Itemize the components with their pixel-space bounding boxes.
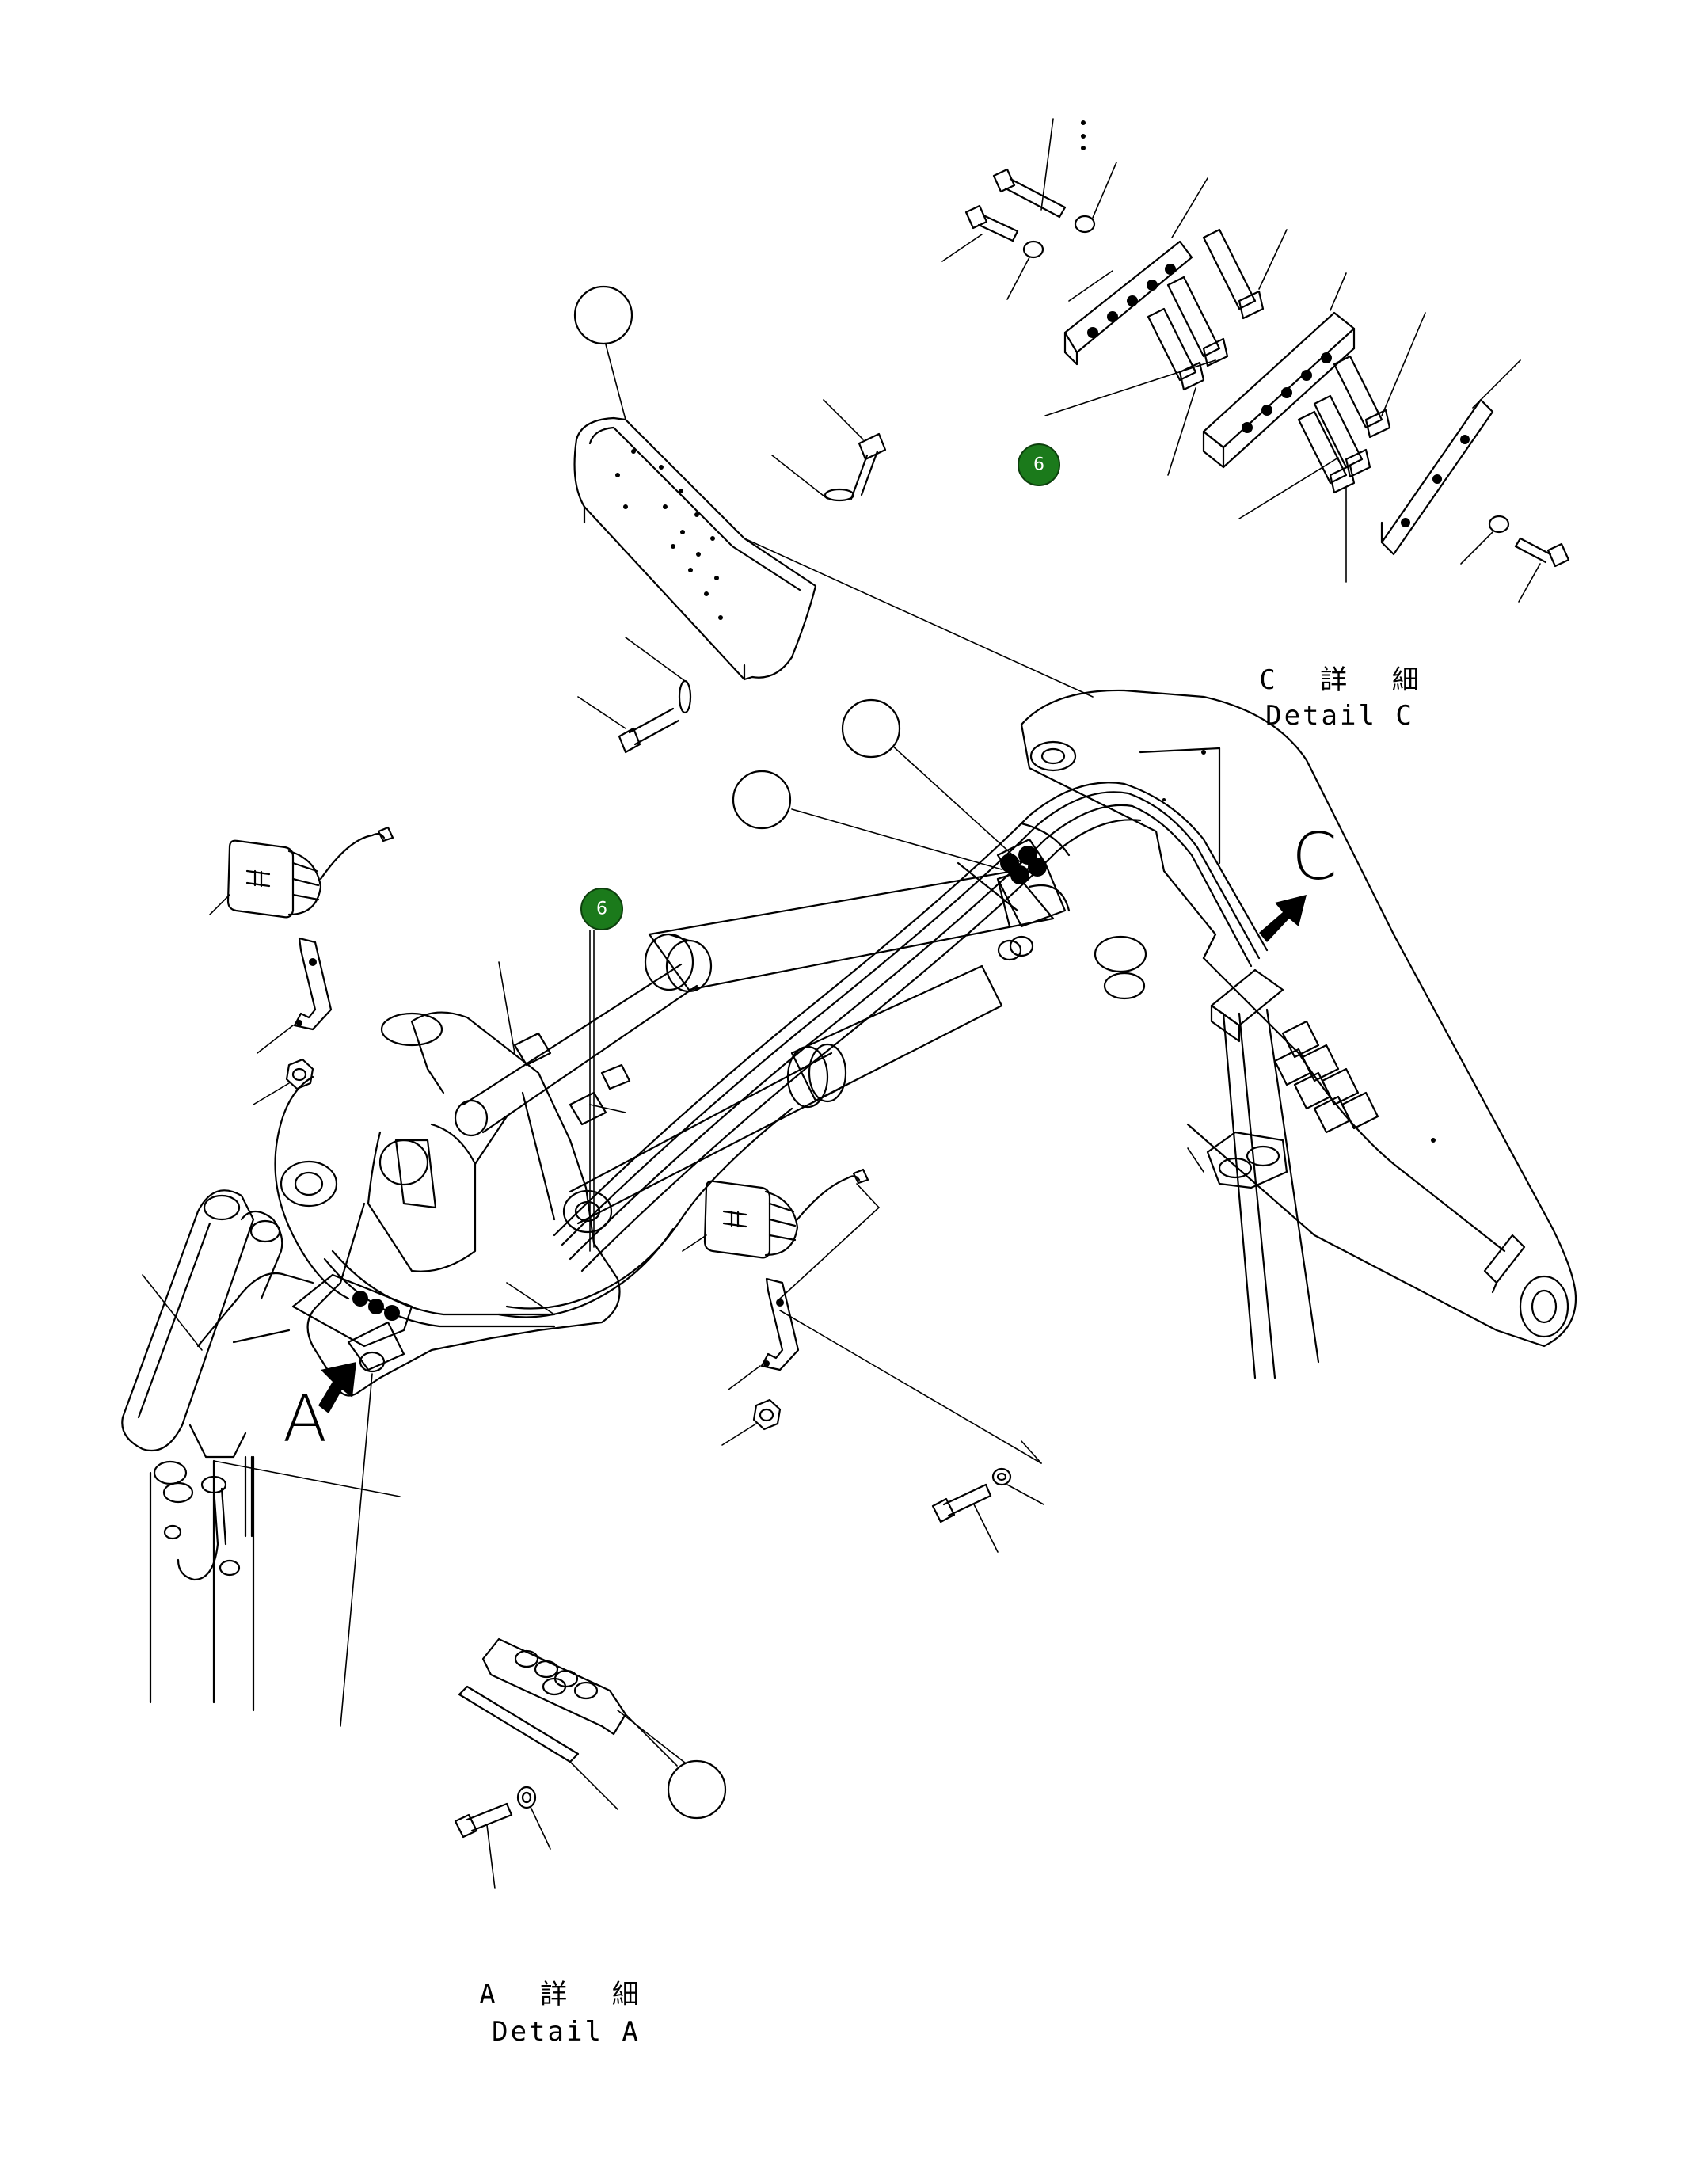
cover-bolt-bottom bbox=[577, 637, 692, 754]
cylinder-head-fittings bbox=[498, 961, 631, 1126]
view-letter-c: C bbox=[1291, 820, 1337, 895]
detail-c-bolt-1 bbox=[992, 168, 1067, 219]
light-bolt-center bbox=[931, 1483, 999, 1553]
detail-a-washer bbox=[516, 1786, 551, 1850]
detail-c-insert-1 bbox=[1166, 276, 1229, 367]
callout-5[interactable]: 6 bbox=[580, 888, 623, 1252]
detail-c-insert-4 bbox=[1333, 355, 1391, 439]
arm-hose-clamp-a bbox=[232, 1273, 413, 1373]
work-light-center bbox=[682, 1168, 869, 1259]
view-letter-a: A bbox=[283, 1382, 327, 1457]
detail-a-insert bbox=[458, 1685, 618, 1810]
detail-c-insert-5 bbox=[1313, 394, 1371, 478]
cover-bolt-top bbox=[771, 399, 887, 502]
detail-a-title-en: Detail A bbox=[492, 2016, 641, 2048]
work-light-left bbox=[209, 826, 394, 919]
callout-5-label: 6 bbox=[596, 900, 607, 919]
light-bracket-left bbox=[257, 937, 333, 1054]
detail-c-clamp-left bbox=[1063, 240, 1193, 366]
callout-2[interactable]: 6 bbox=[1018, 443, 1060, 486]
light-nut-center bbox=[721, 1398, 782, 1446]
boom-structure bbox=[1020, 689, 1577, 1348]
light-washer-center bbox=[991, 1467, 1044, 1505]
boom-hose-clamp bbox=[1210, 968, 1379, 1379]
callout-6 bbox=[617, 1710, 727, 1820]
detail-a-bolt bbox=[454, 1802, 513, 1889]
detail-c-clamp-right bbox=[1380, 398, 1494, 556]
detail-c-washer-2 bbox=[1022, 240, 1044, 259]
boom-side-clamp bbox=[1187, 1131, 1288, 1189]
detail-c-washer-1 bbox=[1074, 215, 1096, 234]
light-bracket-center bbox=[728, 1277, 800, 1390]
detail-c-washer-3 bbox=[1488, 515, 1510, 534]
light-nut-left bbox=[253, 1058, 314, 1105]
detail-a-clamp bbox=[481, 1637, 678, 1767]
detail-c-assembly bbox=[941, 118, 1570, 603]
boom-cylinder bbox=[562, 964, 1003, 1234]
detail-c-insert-3 bbox=[1147, 307, 1205, 391]
arm-structure bbox=[274, 1011, 621, 1397]
detail-c-clamp-middle bbox=[1202, 311, 1356, 469]
callout-4 bbox=[732, 770, 1002, 870]
detail-c-title-en: Detail C bbox=[1265, 700, 1414, 732]
callout-1 bbox=[573, 285, 633, 420]
boom-top-fittings bbox=[996, 822, 1071, 928]
hose-bundle bbox=[323, 782, 1269, 1328]
detail-c-insert-6 bbox=[1297, 410, 1356, 494]
arm-cylinder bbox=[454, 869, 1055, 1137]
cover-plate bbox=[573, 416, 1094, 698]
detail-c-insert-2 bbox=[1202, 228, 1265, 320]
callout-3 bbox=[841, 698, 1022, 864]
detail-c-bolt-3 bbox=[1514, 537, 1570, 568]
view-arrow-a bbox=[318, 1362, 356, 1413]
view-arrow-c bbox=[1259, 895, 1307, 942]
detail-c-bolt-2 bbox=[964, 204, 1019, 242]
bucket-link bbox=[121, 1189, 314, 1712]
detail-a-title-jp: A 詳 細 bbox=[479, 1979, 652, 2010]
callout-2-label: 6 bbox=[1033, 455, 1044, 475]
detail-c-title-jp: C 詳 細 bbox=[1259, 664, 1432, 696]
boom-hose-fittings bbox=[1273, 1020, 1379, 1134]
